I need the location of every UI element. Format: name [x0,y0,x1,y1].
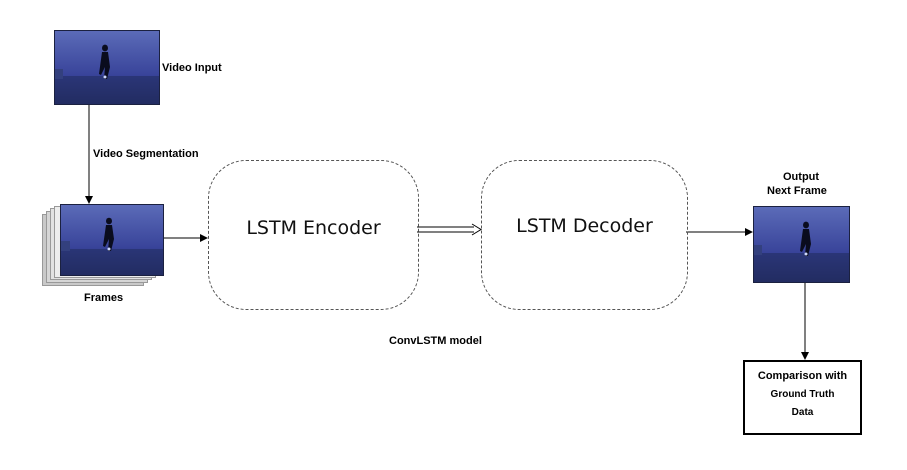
video-input-label: Video Input [162,62,222,74]
comparison-line2: Ground Truth [770,389,835,400]
convlstm-model-label: ConvLSTM model [389,335,482,347]
output-label-line1: Output [783,171,820,183]
output-label-line2: Next Frame [767,185,827,197]
lstm-encoder-box: LSTM Encoder [208,160,419,310]
arrow-encoder-to-decoder [417,223,482,236]
lstm-decoder-title: LSTM Decoder [516,215,653,237]
video-segmentation-label: Video Segmentation [93,148,199,160]
frames-stack [42,204,164,288]
frames-label: Frames [84,292,124,304]
lstm-encoder-title: LSTM Encoder [246,217,381,239]
comparison-line1: Comparison with [757,370,848,382]
frame-image [60,204,164,276]
video-input-image [54,30,160,105]
comparison-box: Comparison with Ground Truth Data [743,360,862,435]
output-frame-image [753,206,850,283]
lstm-decoder-box: LSTM Decoder [481,160,688,310]
comparison-line3: Data [791,407,814,418]
